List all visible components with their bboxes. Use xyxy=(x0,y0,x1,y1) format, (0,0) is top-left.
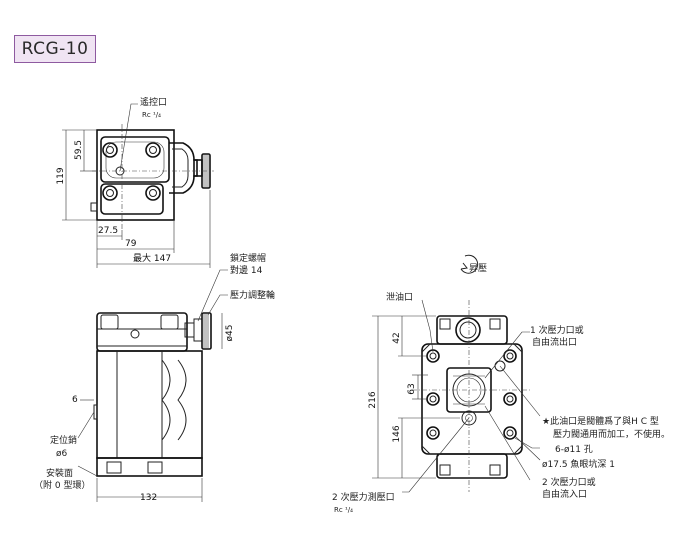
dim-216: 216 xyxy=(368,391,378,408)
star-note-line2: 壓力閥通用而加工，不使用。 xyxy=(553,428,670,440)
dim-42: 42 xyxy=(392,332,402,343)
dim-146: 146 xyxy=(392,425,402,442)
across-flats-label: 對邊 14 xyxy=(230,264,263,276)
remote-port-label: 遙控口 xyxy=(140,96,167,108)
dim-79: 79 xyxy=(125,239,137,249)
locating-pin-label: 定位銷 xyxy=(50,434,77,446)
rise-label: 昇壓 xyxy=(469,263,487,274)
gauge-thread-label: Rc ¹/₄ xyxy=(334,506,353,514)
dim-63: 63 xyxy=(407,383,417,394)
bolt-hole xyxy=(503,426,517,440)
pin-dia-label: ø6 xyxy=(56,449,68,459)
secondary-port-label: 2 次壓力口或 xyxy=(542,476,596,488)
pressure-knob-label: 壓力調整輪 xyxy=(230,289,275,301)
bolt-hole xyxy=(503,349,517,363)
bolt xyxy=(145,185,161,201)
lock-nut-label: 鎖定螺帽 xyxy=(230,252,266,264)
dim-27-5: 27.5 xyxy=(98,226,118,236)
remote-port-thread: Rc ¹/₄ xyxy=(142,111,161,119)
oring-label: （附 0 型環） xyxy=(34,479,90,491)
counterbore-label: ø17.5 魚眼坑深 1 xyxy=(542,458,615,470)
dim-knob-45: ø45 xyxy=(225,325,235,342)
star-note-line1: ★此油口是閥體爲了與H C 型 xyxy=(542,415,659,427)
bolt xyxy=(102,185,118,201)
gauge-port-label: 2 次壓力測壓口 xyxy=(332,491,395,503)
bolt-holes-label: 6-ø11 孔 xyxy=(555,444,593,455)
model-badge: RCG-10 xyxy=(14,35,96,63)
drain-port-label: 泄油口 xyxy=(386,291,413,303)
dim-132: 132 xyxy=(140,493,157,503)
bolt-hole xyxy=(426,392,440,406)
bolt-hole xyxy=(426,426,440,440)
top-view: 遙控口 Rc ¹/₄ 119 59.5 27.5 79 最大 147 xyxy=(56,96,214,268)
bottom-view: 昇壓 xyxy=(332,254,670,514)
primary-port-label: 1 次壓力口或 xyxy=(530,324,584,336)
front-view: 132 6 ø45 鎖定螺帽 對邊 14 壓力調整輪 定位銷 ø6 安裝面 （附… xyxy=(34,252,275,503)
dim-6: 6 xyxy=(72,395,78,405)
bolt-hole xyxy=(503,392,517,406)
free-inlet-label: 自由流入口 xyxy=(542,488,587,500)
dim-max-147: 最大 147 xyxy=(133,252,171,264)
dim-119: 119 xyxy=(56,167,66,184)
dim-59-5: 59.5 xyxy=(74,140,84,160)
bolt xyxy=(145,142,161,158)
mounting-face-label: 安裝面 xyxy=(46,467,73,479)
free-outlet-label: 自由流出口 xyxy=(532,336,577,348)
rotation-arrow-icon xyxy=(460,254,479,274)
bolt xyxy=(102,142,118,158)
